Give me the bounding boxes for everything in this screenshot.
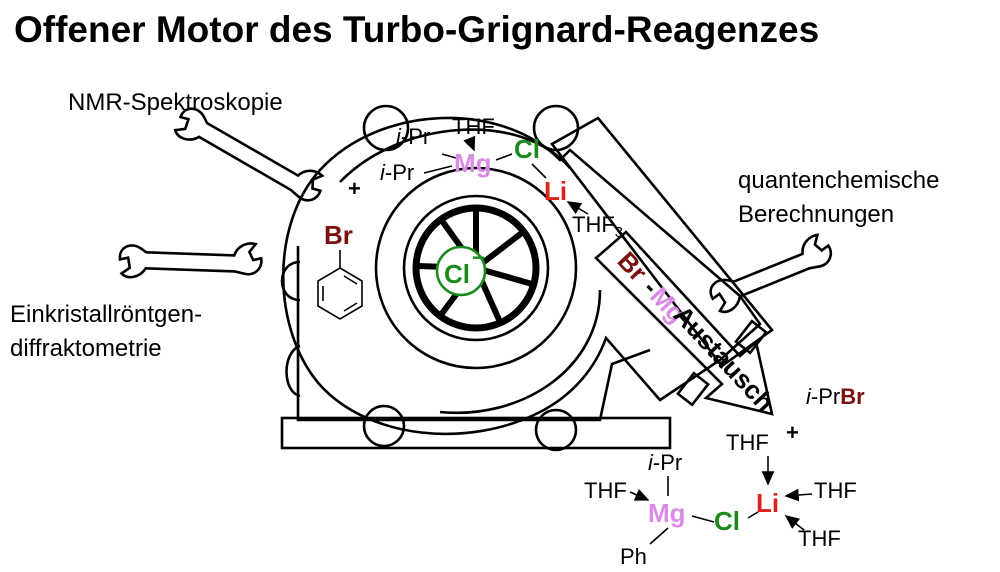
svg-text:i-Pr: i-Pr <box>380 160 414 185</box>
br-label: Br <box>324 220 353 250</box>
svg-text:i-Pr: i-Pr <box>648 450 682 475</box>
product-thf-bottom: THF <box>798 526 841 551</box>
cl-label: Cl <box>514 134 540 164</box>
ipr-lower: -Pr <box>385 160 414 185</box>
method-xrd-line2: diffraktometrie <box>10 335 162 362</box>
method-qc-line2: Berechnungen <box>738 201 894 228</box>
svg-text:i-PrBr: i-PrBr <box>806 384 865 409</box>
benzene-ring-icon <box>317 267 363 320</box>
turbocharger-housing <box>280 104 774 452</box>
method-qc-line1: quantenchemische <box>738 167 939 194</box>
bromobenzene: + Br <box>317 176 363 320</box>
wrench-icon <box>118 242 263 279</box>
product-ipr: -Pr <box>653 450 682 475</box>
turbine-wheel-icon <box>374 166 578 370</box>
wrench-icon <box>173 107 325 202</box>
page-title: Offener Motor des Turbo-Grignard-Reagenz… <box>14 9 819 50</box>
method-xrd-line1: Einkristallröntgen- <box>10 301 202 328</box>
turbo-grignard-complex: i-Pr i-Pr THF Mg Cl Li THF3 <box>380 114 623 241</box>
wrench-icon <box>709 233 833 314</box>
product-thf-right: THF <box>814 478 857 503</box>
product-complex: i-Pr THF Mg Ph Cl Li THF THF THF <box>584 430 857 569</box>
li-label: Li <box>544 176 567 206</box>
product-cl: Cl <box>714 506 740 536</box>
plus-sign-1: + <box>348 176 361 201</box>
ipr-upper: -Pr <box>401 124 430 149</box>
chloride-ion: Cl − <box>444 245 485 289</box>
mg-label: Mg <box>454 148 492 178</box>
thf-top: THF <box>452 114 495 139</box>
svg-text:i-Pr: i-Pr <box>396 124 430 149</box>
product-li: Li <box>756 488 779 518</box>
product-thf-top: THF <box>726 430 769 455</box>
chloride-label: Cl <box>444 259 470 289</box>
thf3-label: THF3 <box>572 212 623 241</box>
byproduct-ipr-br: i-PrBr + <box>786 384 865 445</box>
product-thf-mg: THF <box>584 478 627 503</box>
product-mg: Mg <box>648 498 686 528</box>
chloride-charge: − <box>472 245 485 270</box>
exchange-arrow-icon <box>594 230 774 416</box>
plus-sign-2: + <box>786 420 799 445</box>
method-nmr: NMR-Spektroskopie <box>68 89 283 116</box>
product-ph: Ph <box>620 544 647 569</box>
